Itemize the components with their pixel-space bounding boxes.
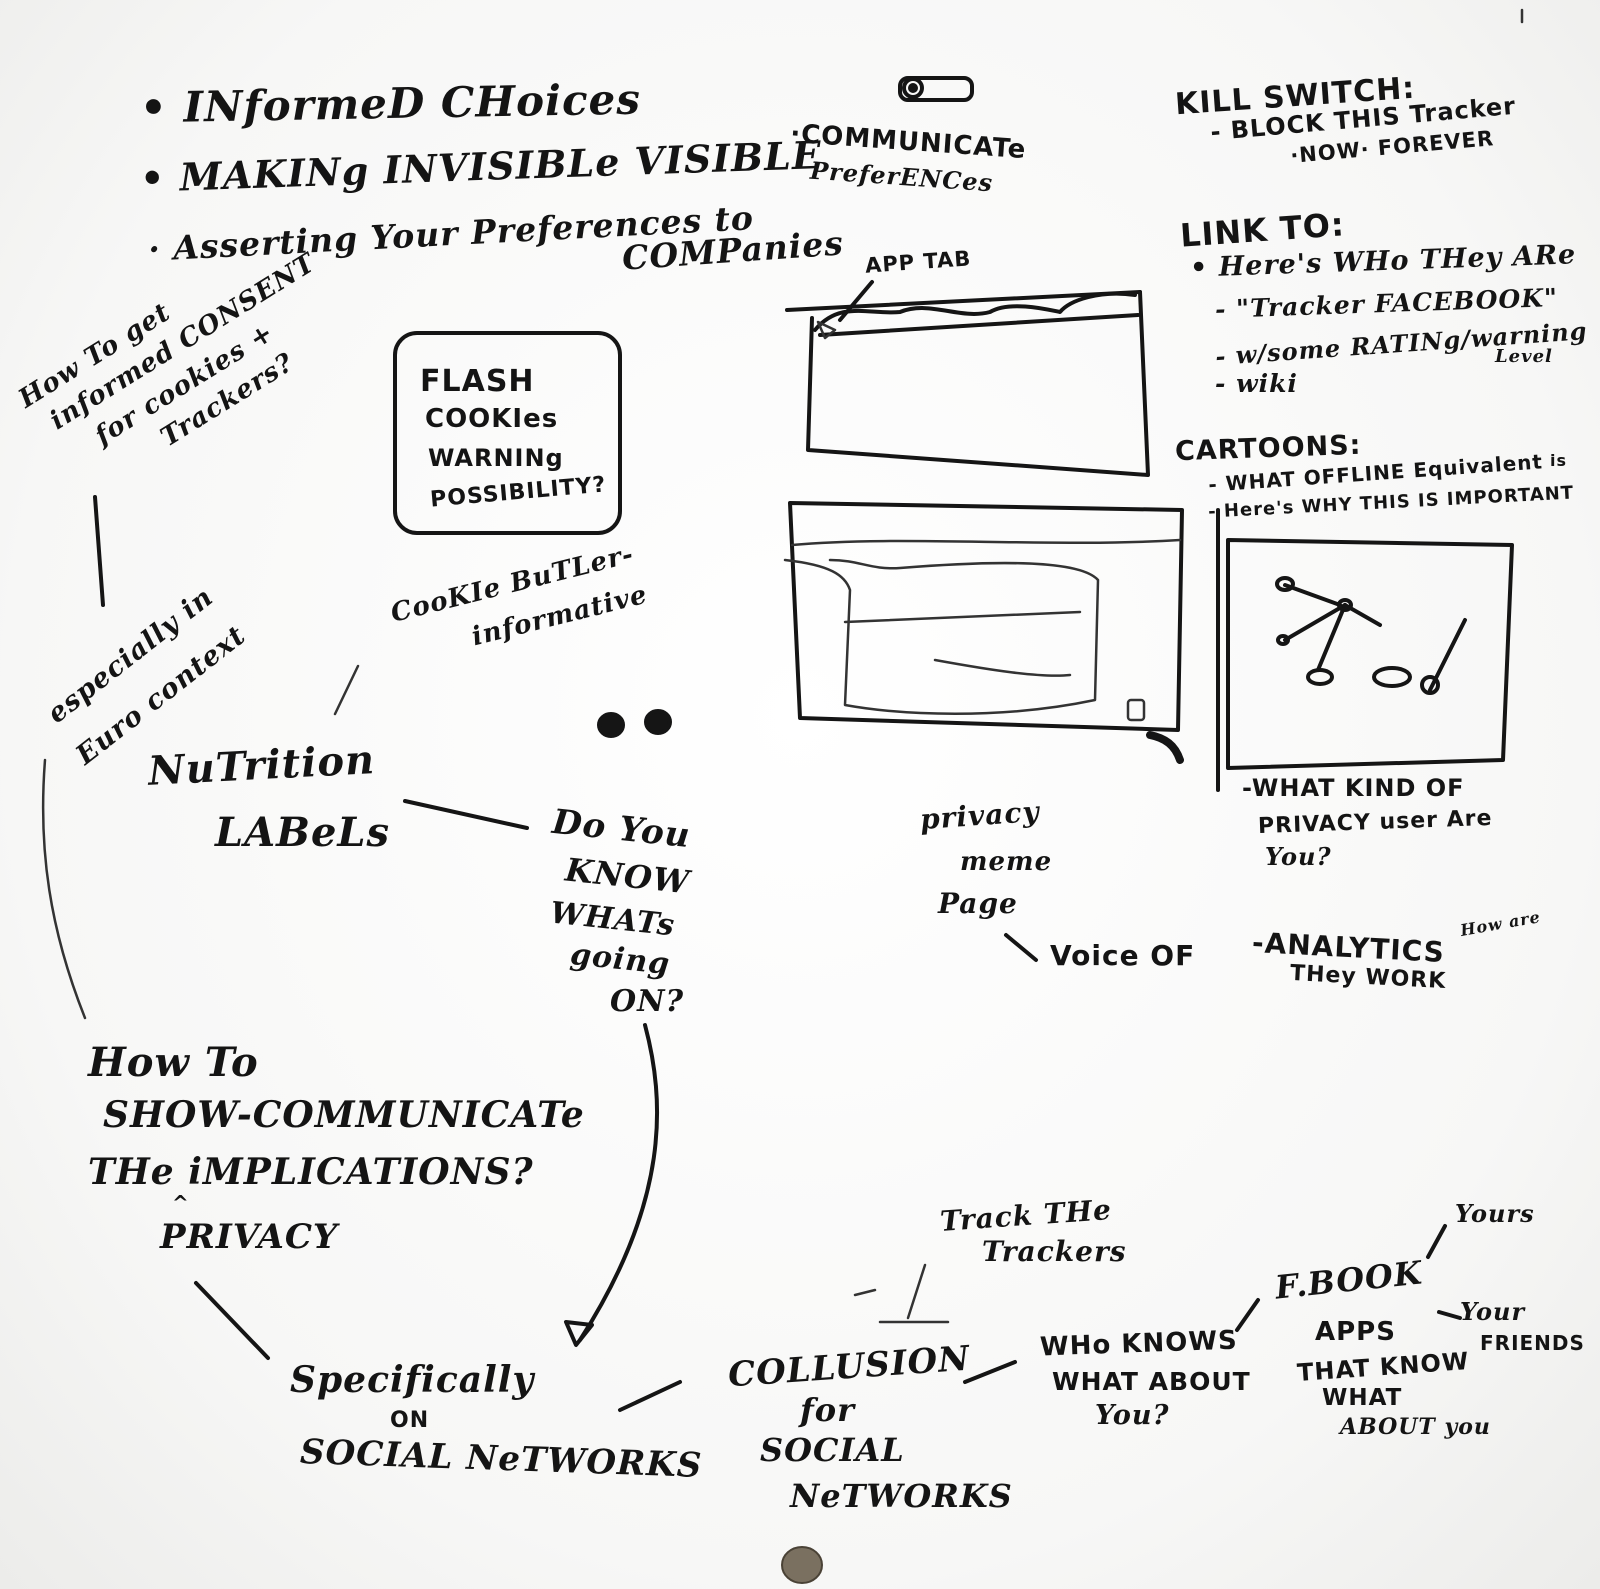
what-kind-line3: You? (1265, 842, 1332, 871)
collusion-line2: for (800, 1391, 855, 1429)
voice-of-label: Voice OF (1050, 939, 1196, 972)
what-kind-line1: -WHAT KIND OF (1242, 774, 1465, 802)
flash-line3: WARNINg (428, 444, 564, 472)
link-to-line4: - wiki (1215, 369, 1298, 398)
collusion-line3: SOCIAL (760, 1431, 905, 1469)
cartoon-sketch (1216, 508, 1514, 792)
specifically-line2: ON (390, 1408, 430, 1433)
bullet-informed-choices: • INformeD CHoices (139, 74, 642, 133)
toggle-switch-icon (898, 76, 974, 102)
how-to-show-line2: SHOW-COMMUNICATe (103, 1094, 585, 1136)
track-trackers-line2: Trackers (982, 1235, 1127, 1268)
fbook-your-friends-1: Your (1460, 1297, 1526, 1326)
cartoons-title: CARTOONS: (1174, 429, 1362, 468)
specifically-line1: Specifically (290, 1359, 535, 1401)
flash-line1: FLASH (420, 364, 535, 399)
nutrition-line2: LABeLs (215, 809, 391, 856)
link-to-line3b: Level (1495, 346, 1553, 367)
fbook-line4: WHAT (1322, 1385, 1403, 1411)
how-to-show-caret: ^ (172, 1191, 190, 1215)
fbook-yours: Yours (1455, 1199, 1535, 1228)
who-knows-line2: WHAT ABOUT (1052, 1367, 1251, 1396)
do-you-know-line5: ON? (610, 984, 685, 1019)
flash-line2: COOKIes (425, 404, 559, 434)
browser-popup-sketch (783, 501, 1184, 764)
how-to-show-line1: How To (88, 1039, 259, 1086)
browser-window-sketch (785, 280, 1150, 477)
how-to-show-line3: THe iMPLICATIONS? (88, 1151, 534, 1193)
fbook-line5: ABOUT you (1340, 1414, 1491, 1440)
fbook-your-friends-2: FRIENDS (1480, 1331, 1585, 1355)
fbook-line2: APPS (1315, 1317, 1396, 1347)
privacy-meme-line2: meme (960, 847, 1053, 877)
cartoons-line1b: is (1550, 451, 1568, 470)
collusion-line4: NeTWORKS (790, 1477, 1013, 1515)
flash-cookies-box (393, 331, 622, 535)
privacy-meme-line3: Page (938, 887, 1018, 920)
who-knows-line3: You? (1095, 1400, 1170, 1431)
how-to-show-line4: PRIVACY (160, 1217, 339, 1257)
